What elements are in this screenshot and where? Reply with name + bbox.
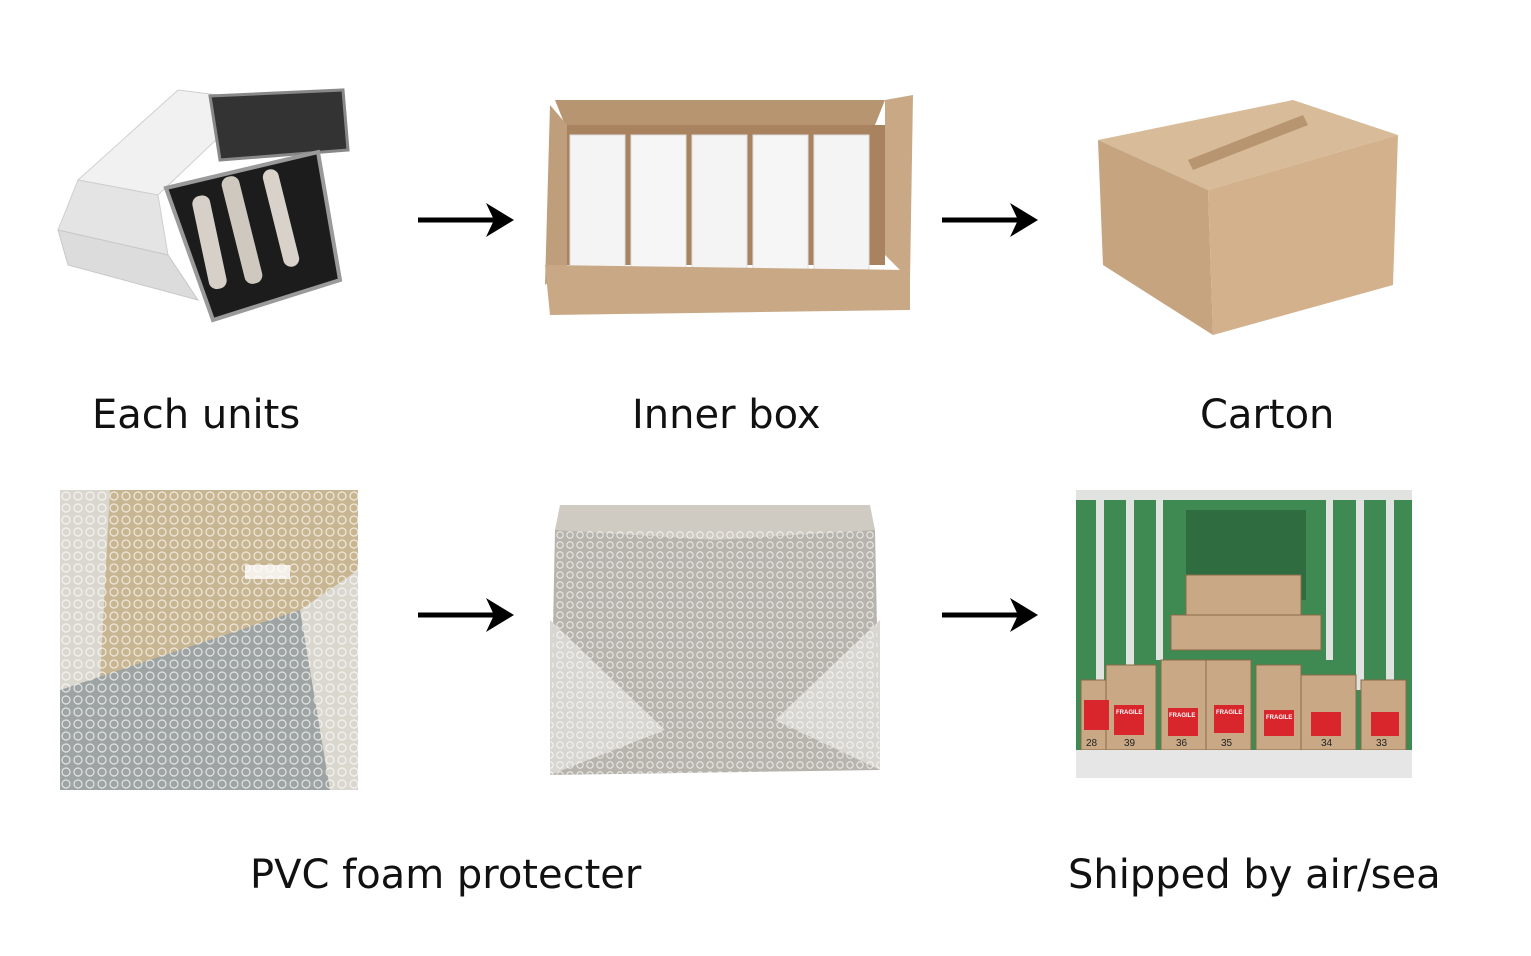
inner-box-image [545, 95, 920, 320]
fragile-label: FRAGILE [1266, 715, 1292, 721]
truck-image: 28 39 36 35 34 33 FRAGILE FRAGILE FRAGIL… [1076, 490, 1412, 778]
box-number-label: 35 [1221, 738, 1233, 749]
wrapped-carton-image [545, 500, 885, 790]
caption-inner-box: Inner box [632, 392, 821, 438]
carton-image [1093, 95, 1403, 340]
arrow-right-icon [940, 195, 1040, 245]
fragile-label: FRAGILE [1169, 713, 1195, 719]
caption-each-units: Each units [92, 392, 301, 438]
box-number-label: 36 [1176, 738, 1188, 749]
arrow-right-icon [416, 590, 516, 640]
box-number-label: 39 [1124, 738, 1136, 749]
caption-shipped-by-air-sea: Shipped by air/sea [1068, 852, 1441, 898]
box-number-label: 34 [1321, 738, 1333, 749]
fragile-label: FRAGILE [1216, 710, 1242, 716]
each-units-image [48, 80, 368, 380]
fragile-label: FRAGILE [1116, 710, 1142, 716]
arrow-right-icon [416, 195, 516, 245]
box-number-label: 33 [1376, 738, 1388, 749]
bubble-wrap-image [60, 490, 358, 790]
arrow-right-icon [940, 590, 1040, 640]
box-number-label: 28 [1086, 738, 1098, 749]
caption-carton: Carton [1200, 392, 1335, 438]
caption-pvc-foam-protecter: PVC foam protecter [250, 852, 642, 898]
